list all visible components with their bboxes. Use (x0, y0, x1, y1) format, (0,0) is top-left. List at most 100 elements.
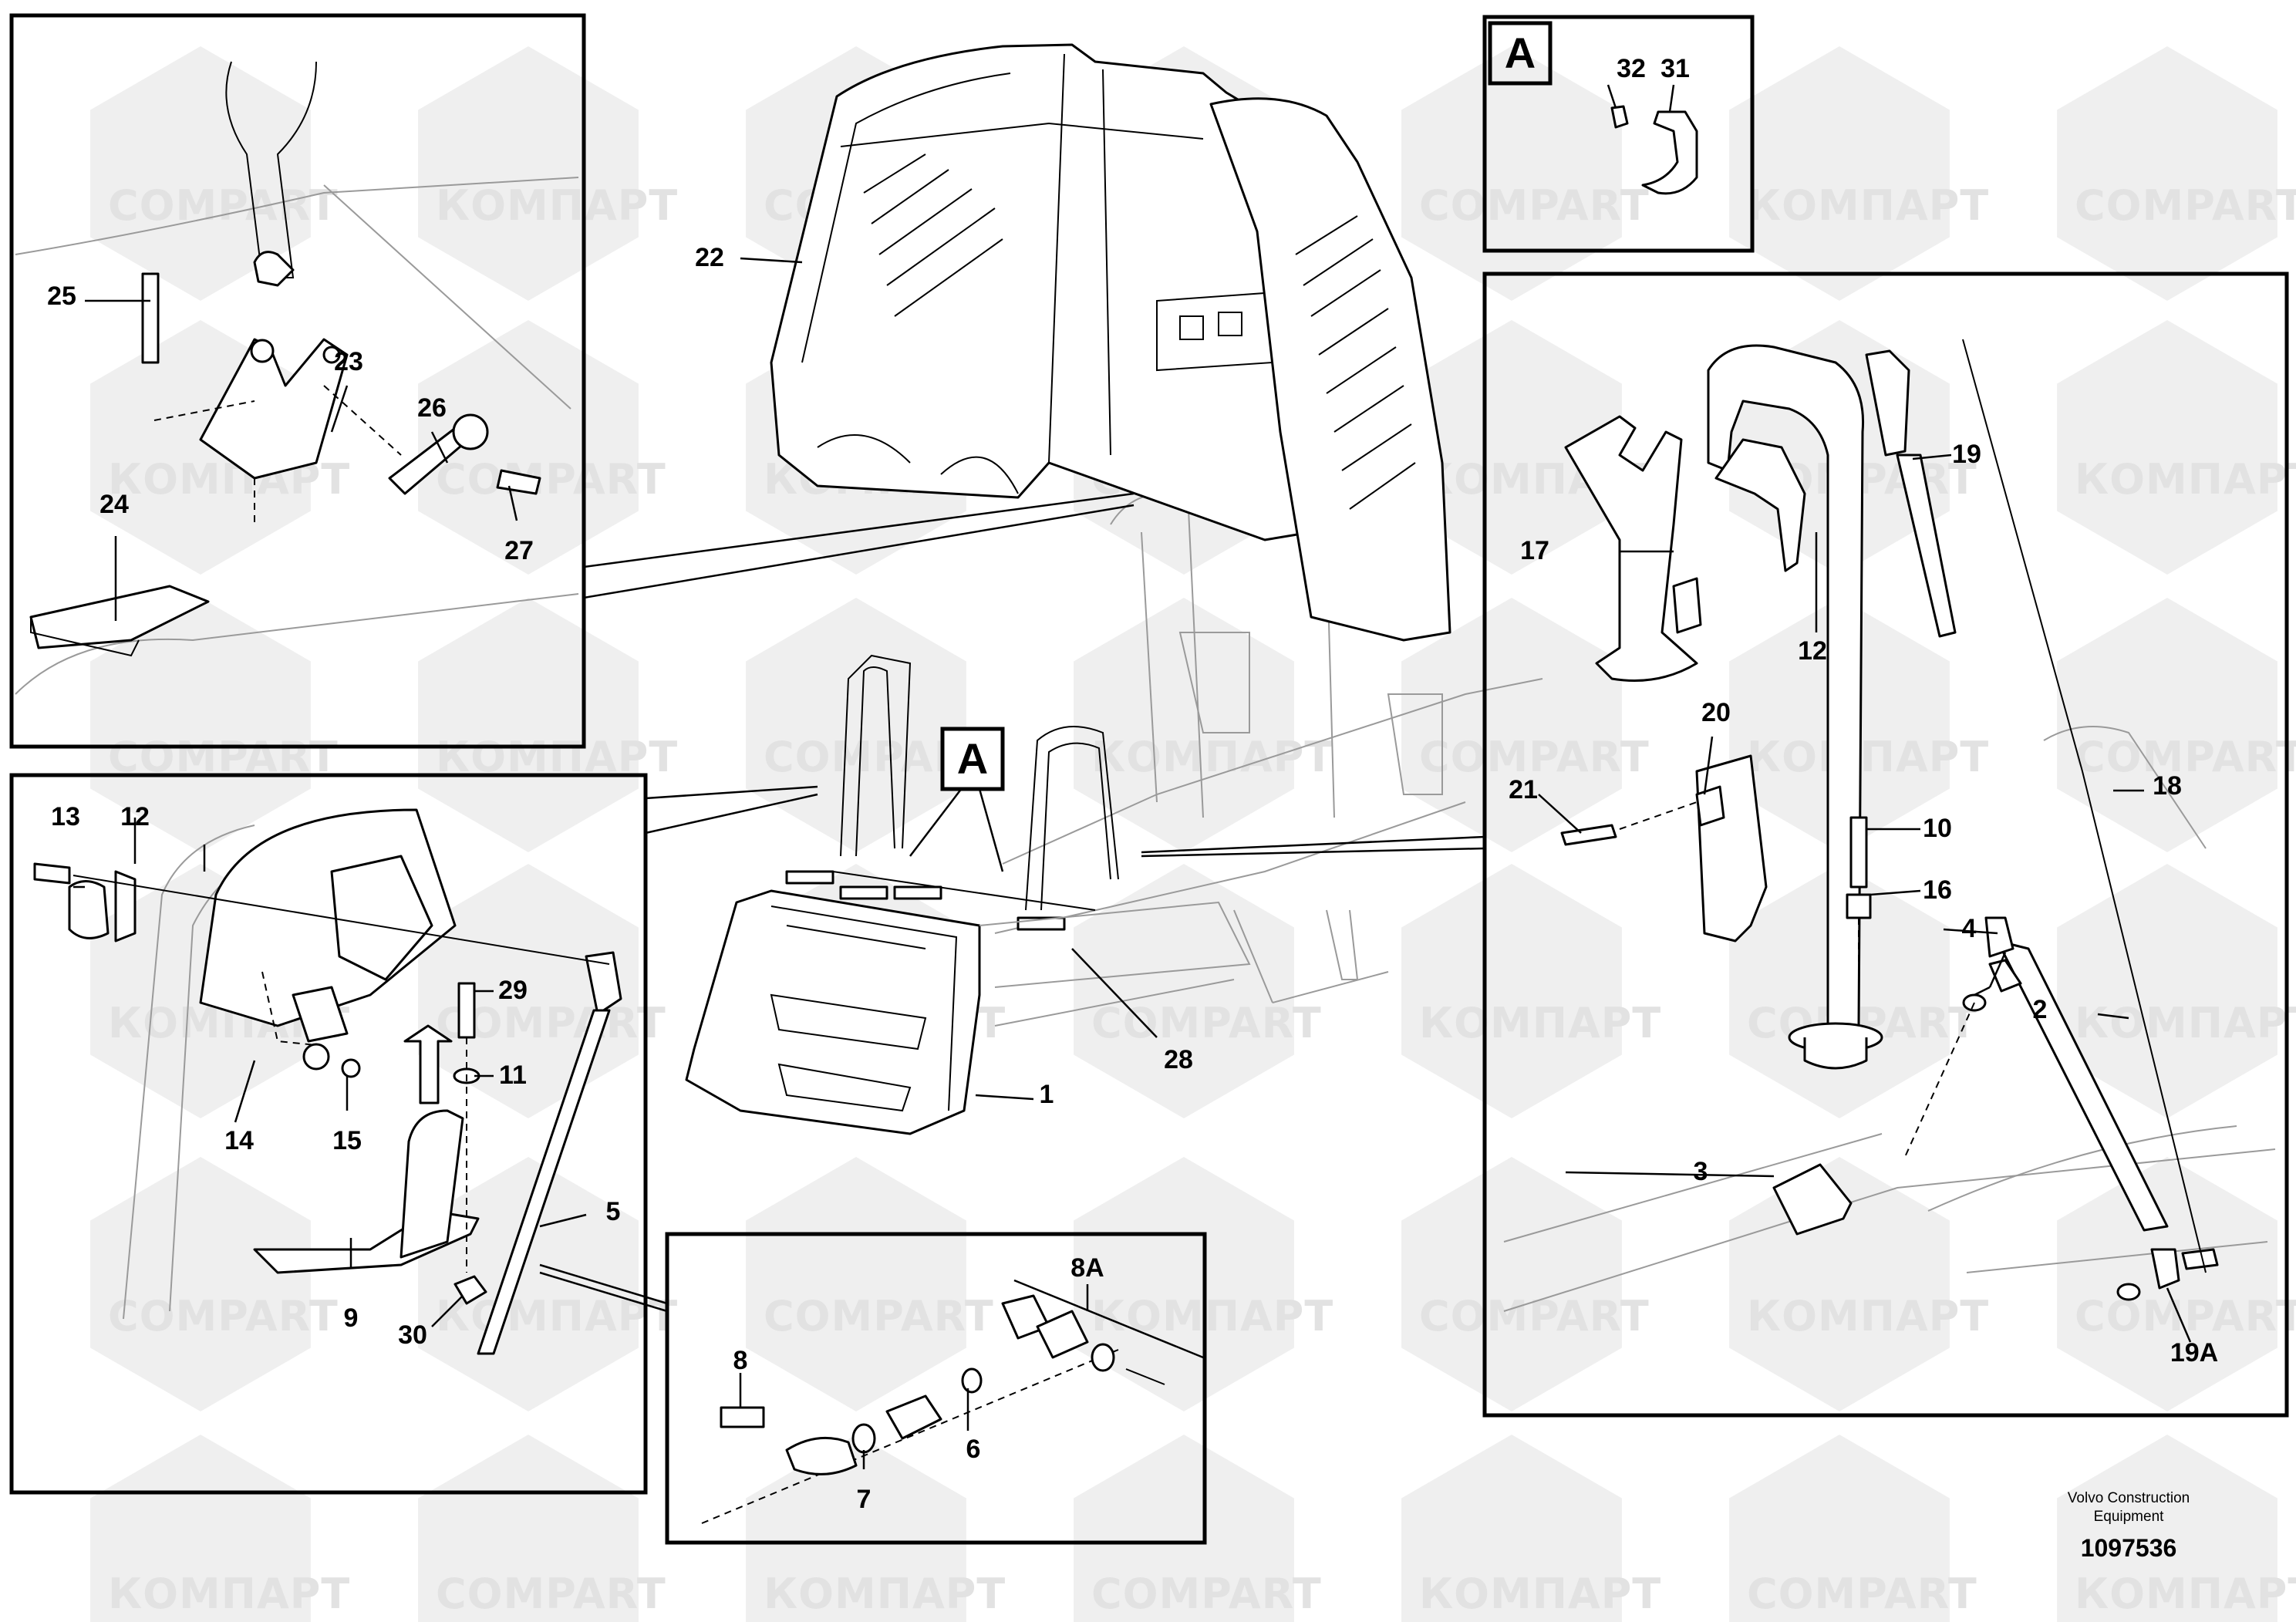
watermark-tile: COMPART (1401, 1157, 1649, 1411)
watermark-tile: COMPART (2057, 46, 2296, 301)
callout-13: 13 (51, 802, 80, 831)
watermark-tile: COMPART (2057, 1157, 2296, 1411)
watermark-tile: КОМПАРТ (1729, 1157, 1989, 1411)
watermark-text: КОМПАРТ (1747, 181, 1989, 230)
callout-5: 5 (606, 1197, 621, 1226)
watermark-tile: КОМПАРТ (1401, 864, 1661, 1118)
zoom-lines (539, 492, 1485, 1313)
callout-26: 26 (417, 393, 447, 423)
callout-15: 15 (332, 1126, 362, 1155)
watermark-text: COMPART (2075, 733, 2296, 781)
watermark-text: КОМПАРТ (764, 1570, 1006, 1618)
watermark-tile: COMPART (1729, 1435, 1977, 1622)
publisher-line-2: Equipment (2094, 1509, 2165, 1525)
callout-31: 31 (1660, 54, 1690, 83)
detail-panel-handrail (1482, 271, 2289, 1418)
watermark-tile: COMPART (418, 1435, 666, 1622)
callout-10: 10 (1923, 814, 1952, 843)
watermark-text: COMPART (1419, 733, 1650, 781)
watermark-text: COMPART (2075, 1292, 2296, 1340)
watermark-text: КОМПАРТ (1419, 1570, 1661, 1618)
callout-23: 23 (334, 347, 363, 376)
cab-shell-part-22 (770, 43, 1451, 642)
watermark-text: КОМПАРТ (436, 181, 678, 230)
callout-labels: 22 1 28 32 31 25 23 26 24 27 13 12 29 11… (47, 54, 2218, 1514)
detail-a-panel-label: A (1505, 29, 1536, 77)
watermark-text: COMPART (1747, 1570, 1977, 1618)
watermark-tile: COMPART (1401, 598, 1650, 852)
callout-18: 18 (2153, 771, 2182, 801)
callout-25: 25 (47, 282, 76, 311)
watermark-tile: КОМПАРТ (90, 1435, 350, 1622)
watermark-tile: COMPART (746, 598, 993, 852)
watermark-tile: COMPART (90, 46, 339, 301)
watermark-tile: КОМПАРТ (2057, 864, 2296, 1118)
callout-16: 16 (1923, 875, 1952, 905)
drawing-number: 1097536 (2081, 1534, 2177, 1562)
watermark-tile: КОМПАРТ (418, 46, 678, 301)
watermark-text: COMPART (108, 181, 339, 230)
watermark-text: COMPART (436, 1570, 666, 1618)
detail-a-marker: A (940, 727, 1005, 791)
publisher-line-1: Volvo Construction (2068, 1490, 2190, 1506)
callout-7: 7 (857, 1485, 872, 1514)
callout-6: 6 (966, 1435, 981, 1464)
watermark-tile: КОМПАРТ (2057, 320, 2296, 575)
watermark-text: КОМПАРТ (1091, 1292, 1333, 1340)
callout-22: 22 (695, 243, 724, 272)
watermark-text: КОМПАРТ (108, 1570, 350, 1618)
callout-8a: 8A (1070, 1253, 1104, 1283)
watermark-tile: КОМПАРТ (418, 598, 677, 852)
callout-4: 4 (1962, 914, 1977, 943)
watermark-text: COMPART (1419, 181, 1650, 230)
callout-14: 14 (224, 1126, 254, 1155)
callout-24: 24 (99, 490, 129, 519)
watermark-tile: COMPART (1401, 46, 1650, 301)
watermark-text: КОМПАРТ (2075, 999, 2296, 1047)
watermark-tile: КОМПАРТ (746, 1435, 1006, 1622)
callout-11: 11 (499, 1061, 527, 1090)
title-block: Volvo Construction Equipment 1097536 (2068, 1490, 2190, 1562)
watermark-tile: КОМПАРТ (1729, 46, 1989, 301)
detail-panel-mount-bracket (9, 13, 586, 749)
detail-a-marker-label: A (957, 734, 988, 783)
callout-3: 3 (1694, 1157, 1708, 1186)
watermark-text: КОМПАРТ (2075, 455, 2296, 504)
detail-panel-pivot (665, 1232, 1207, 1545)
watermark-tile: КОМПАРТ (1074, 1157, 1333, 1411)
callout-20: 20 (1701, 698, 1731, 727)
access-ladder-part-1 (685, 654, 1251, 1135)
watermark-tile: КОМПАРТ (1074, 598, 1333, 852)
callout-17: 17 (1520, 536, 1549, 565)
callout-28: 28 (1164, 1045, 1193, 1074)
watermark-tile: COMPART (746, 1157, 994, 1411)
watermark-text: COMPART (108, 1292, 339, 1340)
watermark-tile: COMPART (2057, 598, 2296, 852)
watermark-text: COMPART (1091, 999, 1322, 1047)
watermark-text: КОМПАРТ (1747, 733, 1989, 781)
watermark-text: КОМПАРТ (436, 1292, 678, 1340)
watermark-text: КОМПАРТ (1419, 999, 1661, 1047)
callout-27: 27 (504, 536, 534, 565)
watermark-tile: COMPART (1074, 864, 1322, 1118)
watermark-text: КОМПАРТ (2075, 1570, 2296, 1618)
watermark-tile: КОМПАРТ (1401, 1435, 1661, 1622)
callout-21: 21 (1509, 775, 1538, 804)
watermark-text: COMPART (764, 1292, 994, 1340)
callout-1: 1 (1040, 1080, 1054, 1109)
detail-panel-a-clip (1482, 15, 1755, 253)
watermark-text: КОМПАРТ (1747, 1292, 1989, 1340)
callout-12-right: 12 (1798, 636, 1827, 666)
callout-19: 19 (1952, 440, 1981, 469)
callout-2: 2 (2033, 995, 2048, 1024)
watermark-tile: COMPART (1074, 1435, 1321, 1622)
watermark-tile: КОМПАРТ (2057, 1435, 2296, 1622)
watermark-tile: COMPART (90, 1157, 339, 1411)
watermark-text: КОМПАРТ (1091, 733, 1333, 781)
callout-29: 29 (498, 976, 528, 1005)
callout-8: 8 (733, 1346, 748, 1375)
callout-leaders (133, 257, 2192, 1469)
callout-30: 30 (398, 1320, 427, 1350)
callout-32: 32 (1617, 54, 1646, 83)
